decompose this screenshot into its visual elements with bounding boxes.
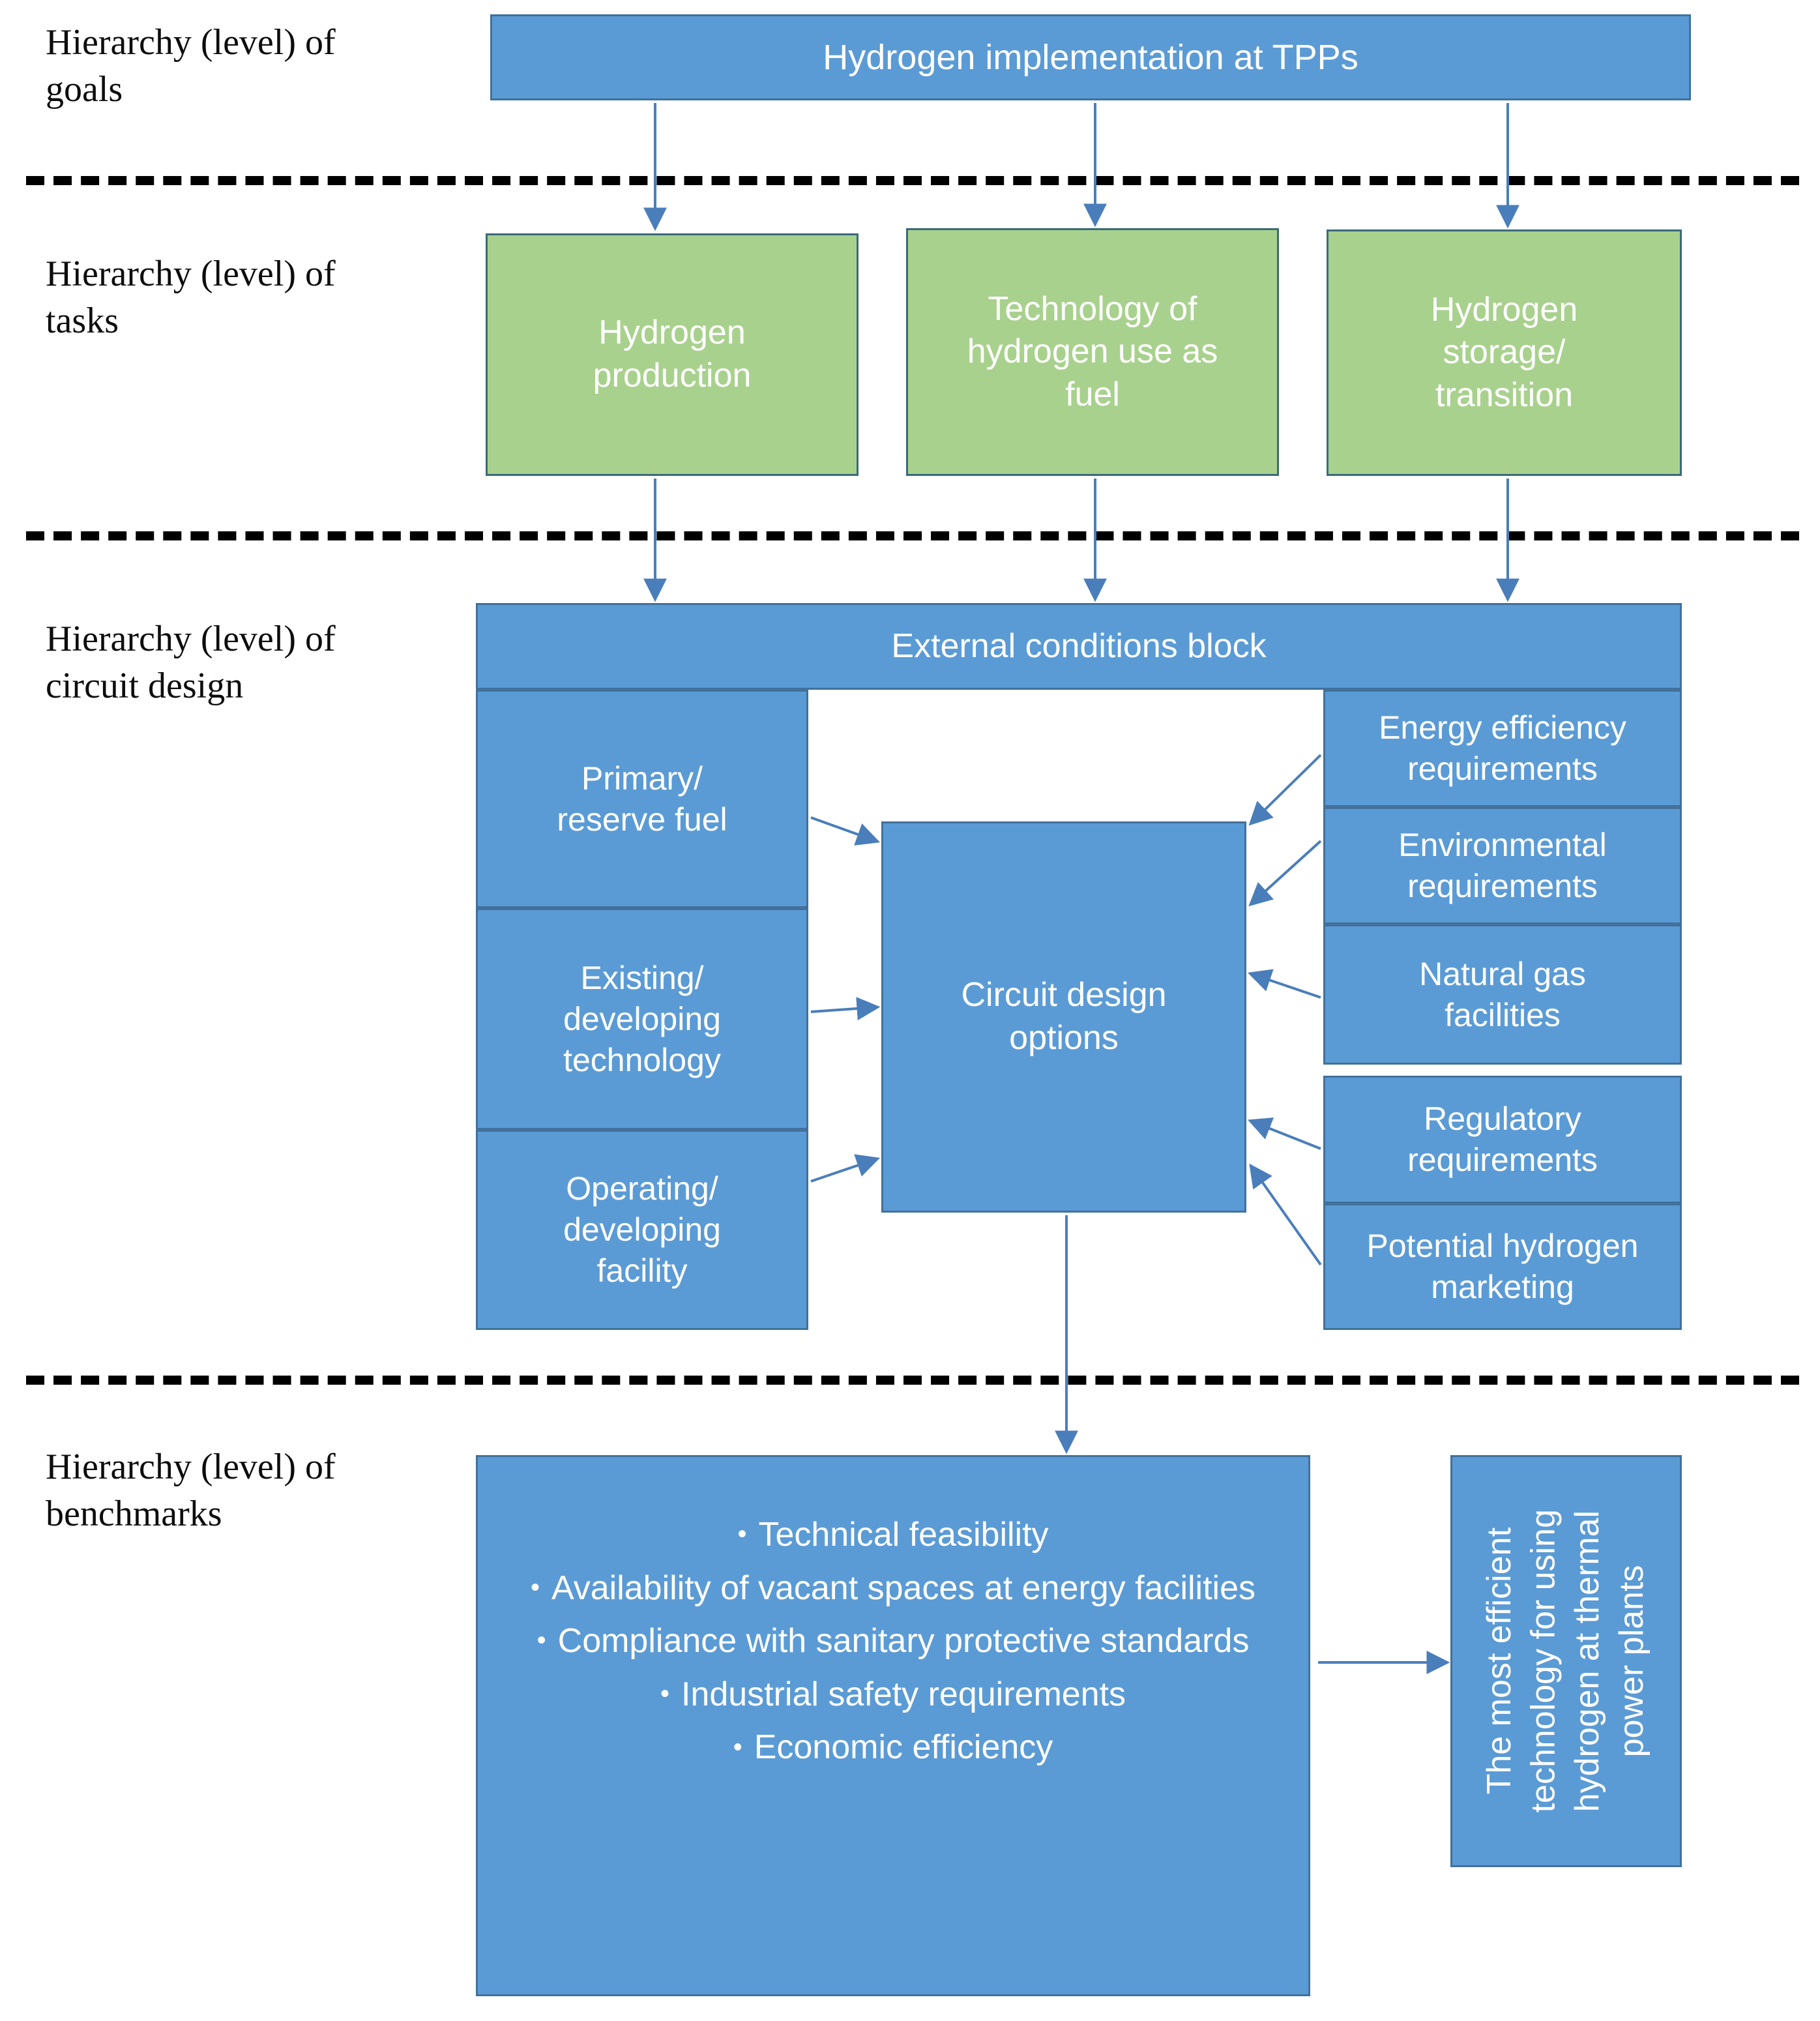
bullet-icon: •	[530, 1572, 540, 1602]
bullet-icon: •	[737, 1520, 747, 1549]
connector-energy-efficiency-to-center	[1248, 754, 1322, 826]
connector-environmental-to-center	[1248, 840, 1322, 907]
benchmark-label: Industrial safety requirements	[681, 1675, 1126, 1713]
divider-tasks-circuit	[26, 531, 1799, 540]
bullet-icon: •	[660, 1679, 669, 1708]
benchmarks-list: •Technical feasibility •Availability of …	[478, 1513, 1308, 1779]
benchmark-label: Technical feasibility	[758, 1516, 1049, 1554]
external-conditions-header[interactable]: External conditions block	[476, 603, 1682, 690]
circuit-right-natural-gas-facilities[interactable]: Natural gas facilities	[1323, 924, 1682, 1065]
divider-goals-tasks	[26, 176, 1799, 185]
task-box-hydrogen-production[interactable]: Hydrogen production	[486, 233, 859, 476]
benchmark-item: • Technical feasibility	[478, 1513, 1308, 1557]
benchmark-item: • Compliance with sanitary protective sta…	[478, 1619, 1308, 1664]
level-label-goals: Hierarchy (level) of goals	[46, 22, 336, 110]
level-label-circuit: Hierarchy (level) of circuit design	[46, 619, 336, 706]
circuit-right-regulatory-requirements[interactable]: Regulatory requirements	[1323, 1076, 1682, 1203]
connector-primary-fuel-to-center	[810, 816, 881, 846]
circuit-left-primary-reserve-fuel[interactable]: Primary/ reserve fuel	[476, 690, 808, 908]
circuit-left-existing-developing-technology[interactable]: Existing/ developing technology	[476, 908, 808, 1130]
result-box-label: The most efficient technology for using …	[1480, 1509, 1651, 1813]
level-label-benchmarks: Hierarchy (level) of benchmarks	[46, 1447, 336, 1534]
benchmark-label: Availability of vacant spaces at energy …	[551, 1569, 1256, 1607]
circuit-right-energy-efficiency-requirements[interactable]: Energy efficiency requirements	[1323, 690, 1682, 807]
level-label-tasks: Hierarchy (level) of tasks	[46, 254, 336, 341]
benchmark-item: • Industrial safety requirements	[478, 1673, 1308, 1717]
connector-regulatory-to-center	[1248, 1117, 1321, 1150]
circuit-right-potential-hydrogen-marketing[interactable]: Potential hydrogen marketing	[1323, 1203, 1682, 1330]
bullet-icon: •	[536, 1626, 546, 1655]
divider-circuit-benchmarks	[26, 1376, 1799, 1385]
bullet-icon: •	[733, 1732, 742, 1762]
circuit-right-environmental-requirements[interactable]: Environmental requirements	[1323, 807, 1682, 924]
benchmark-label: Compliance with sanitary protective stan…	[557, 1622, 1250, 1660]
result-box-most-efficient-technology[interactable]: The most efficient technology for using …	[1450, 1455, 1682, 1867]
task-box-hydrogen-use-technology[interactable]: Technology of hydrogen use as fuel	[906, 228, 1279, 476]
connector-natural-gas-to-center	[1247, 969, 1321, 999]
connector-marketing-to-center	[1249, 1163, 1322, 1266]
benchmark-item: • Availability of vacant spaces at energy…	[478, 1567, 1308, 1611]
circuit-left-operating-developing-facility[interactable]: Operating/ developing facility	[476, 1130, 808, 1330]
task-box-hydrogen-storage[interactable]: Hydrogen storage/ transition	[1327, 229, 1682, 476]
goal-box[interactable]: Hydrogen implementation at TPPs	[490, 14, 1691, 100]
benchmarks-box[interactable]: •Technical feasibility •Availability of …	[476, 1455, 1310, 1996]
connector-operating-facility-to-center	[810, 1154, 881, 1183]
benchmark-label: Economic efficiency	[754, 1728, 1053, 1767]
benchmark-item: • Economic efficiency	[478, 1726, 1308, 1770]
circuit-design-options-box[interactable]: Circuit design options	[881, 821, 1246, 1213]
connector-existing-technology-to-center	[810, 997, 881, 1021]
